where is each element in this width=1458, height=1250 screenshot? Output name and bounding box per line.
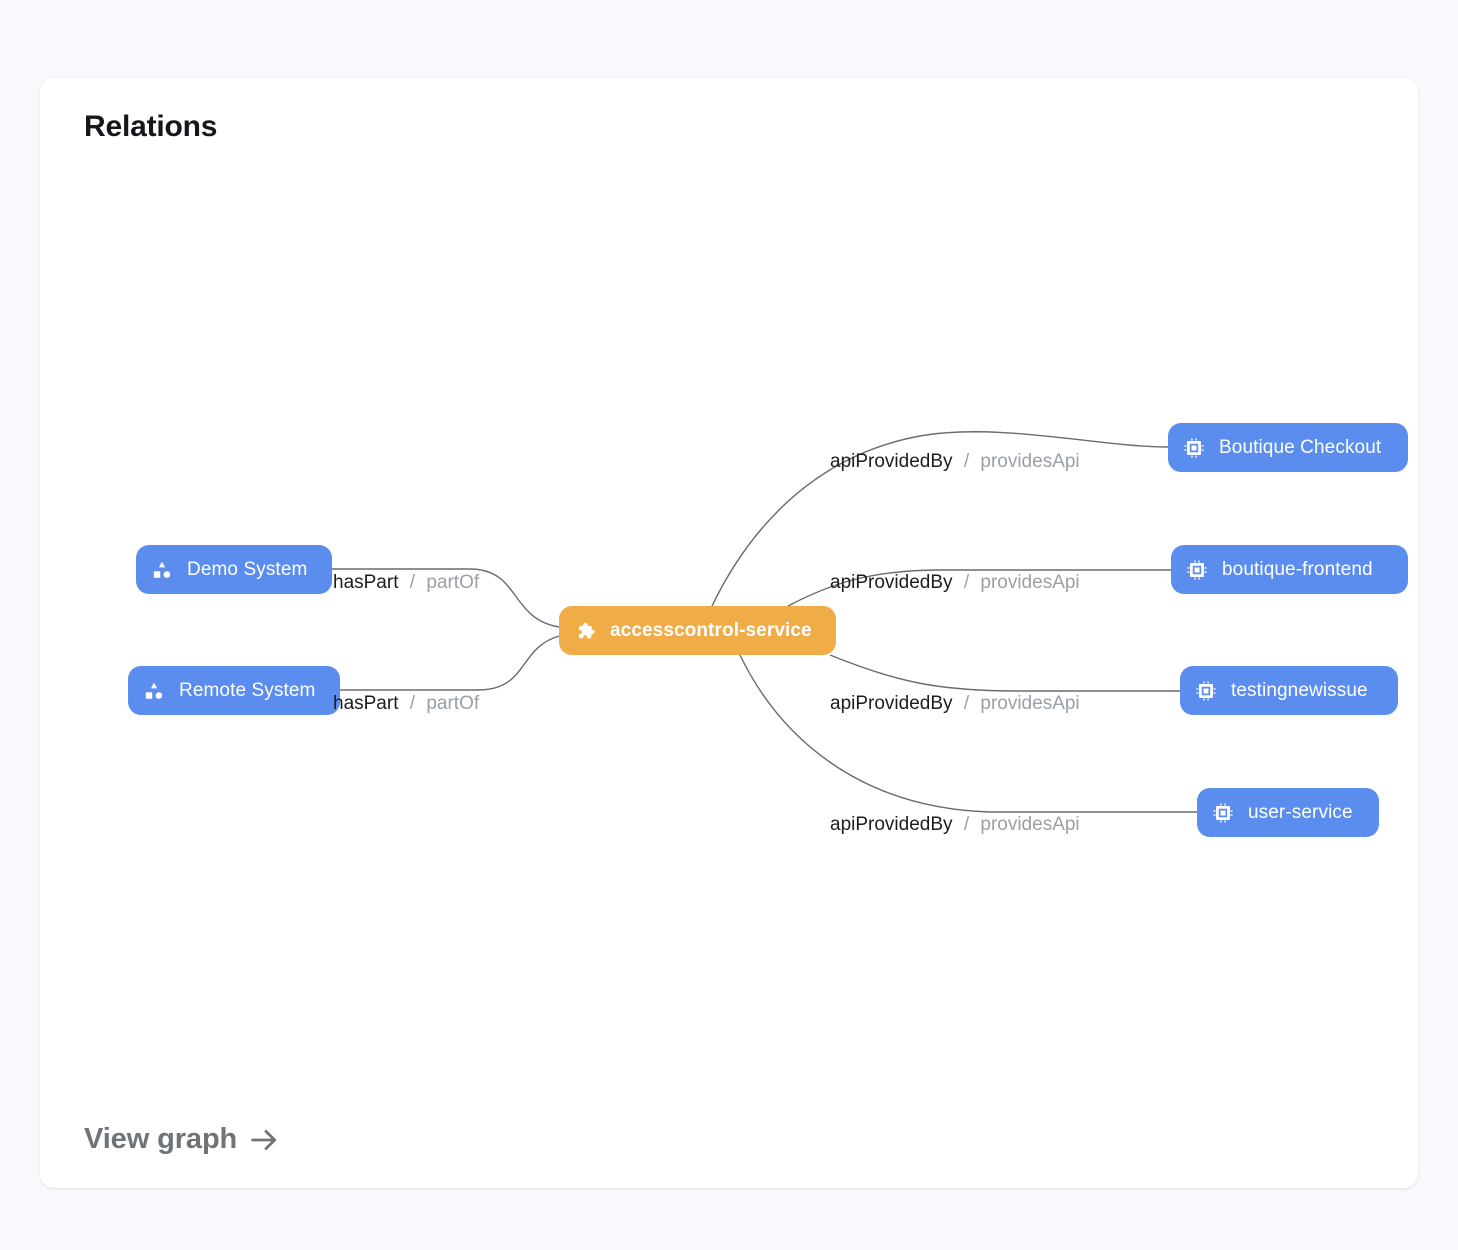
edge-label-reverse: providesApi: [980, 451, 1080, 472]
edge-label-reverse: providesApi: [980, 693, 1080, 714]
graph-node-boutique-frontend[interactable]: boutique-frontend: [1171, 545, 1408, 594]
category-shapes-icon: [151, 559, 173, 581]
graph-node-label: Remote System: [179, 679, 316, 701]
edge-label-boutique-checkout: apiProvidedBy / providesApi: [830, 451, 1080, 473]
edge-label-separator: /: [409, 572, 416, 593]
edge-label-boutique-frontend: apiProvidedBy / providesApi: [830, 572, 1080, 594]
edge-label-reverse: providesApi: [980, 814, 1080, 835]
arrow-right-icon: [248, 1124, 280, 1156]
edge-label-reverse: partOf: [426, 572, 480, 593]
edge-label-forward: hasPart: [333, 572, 399, 593]
edge-label-demo-system: hasPart / partOf: [333, 572, 479, 594]
relations-graph: accesscontrol-service Demo System: [40, 78, 1418, 1188]
graph-node-label: user-service: [1248, 801, 1353, 823]
edge-label-reverse: providesApi: [980, 572, 1080, 593]
edge-label-forward: apiProvidedBy: [830, 572, 953, 593]
memory-chip-icon: [1183, 437, 1205, 459]
graph-node-testingnewissue[interactable]: testingnewissue: [1180, 666, 1398, 715]
edge-label-separator: /: [963, 693, 970, 714]
graph-node-boutique-checkout[interactable]: Boutique Checkout: [1168, 423, 1408, 472]
memory-chip-icon: [1195, 680, 1217, 702]
edge-path-remote-system: [340, 635, 560, 691]
edge-path-boutique-frontend: [787, 569, 1171, 607]
puzzle-piece-icon: [574, 620, 596, 642]
edge-path-testingnewissue: [829, 654, 1180, 692]
graph-node-accesscontrol-service[interactable]: accesscontrol-service: [559, 606, 836, 655]
graph-node-label: Boutique Checkout: [1219, 436, 1382, 458]
relations-card: Relations: [40, 78, 1418, 1188]
edge-label-forward: apiProvidedBy: [830, 814, 953, 835]
edge-label-forward: apiProvidedBy: [830, 451, 953, 472]
edge-path-boutique-checkout: [711, 431, 1169, 607]
edge-label-testingnewissue: apiProvidedBy / providesApi: [830, 693, 1080, 715]
graph-node-label: Demo System: [187, 558, 308, 580]
graph-node-label: boutique-frontend: [1222, 558, 1373, 580]
graph-node-demo-system[interactable]: Demo System: [136, 545, 332, 594]
page-title: Relations: [84, 110, 218, 143]
graph-edge-layer: [332, 431, 1197, 813]
view-graph-link[interactable]: View graph: [84, 1123, 280, 1156]
graph-node-user-service[interactable]: user-service: [1197, 788, 1379, 837]
graph-node-label: accesscontrol-service: [610, 619, 812, 641]
category-shapes-icon: [143, 680, 165, 702]
edge-label-separator: /: [409, 693, 416, 714]
memory-chip-icon: [1186, 559, 1208, 581]
memory-chip-icon: [1212, 802, 1234, 824]
edge-label-separator: /: [963, 451, 970, 472]
edge-path-demo-system: [332, 568, 560, 628]
edge-label-separator: /: [963, 814, 970, 835]
edge-label-remote-system: hasPart / partOf: [333, 693, 479, 715]
edge-label-reverse: partOf: [426, 693, 480, 714]
view-graph-label: View graph: [84, 1123, 238, 1155]
graph-node-label: testingnewissue: [1231, 679, 1368, 701]
edge-label-separator: /: [963, 572, 970, 593]
edge-label-forward: apiProvidedBy: [830, 693, 953, 714]
graph-node-remote-system[interactable]: Remote System: [128, 666, 340, 715]
edge-path-user-service: [739, 654, 1197, 813]
edge-label-forward: hasPart: [333, 693, 399, 714]
edge-label-user-service: apiProvidedBy / providesApi: [830, 814, 1080, 836]
